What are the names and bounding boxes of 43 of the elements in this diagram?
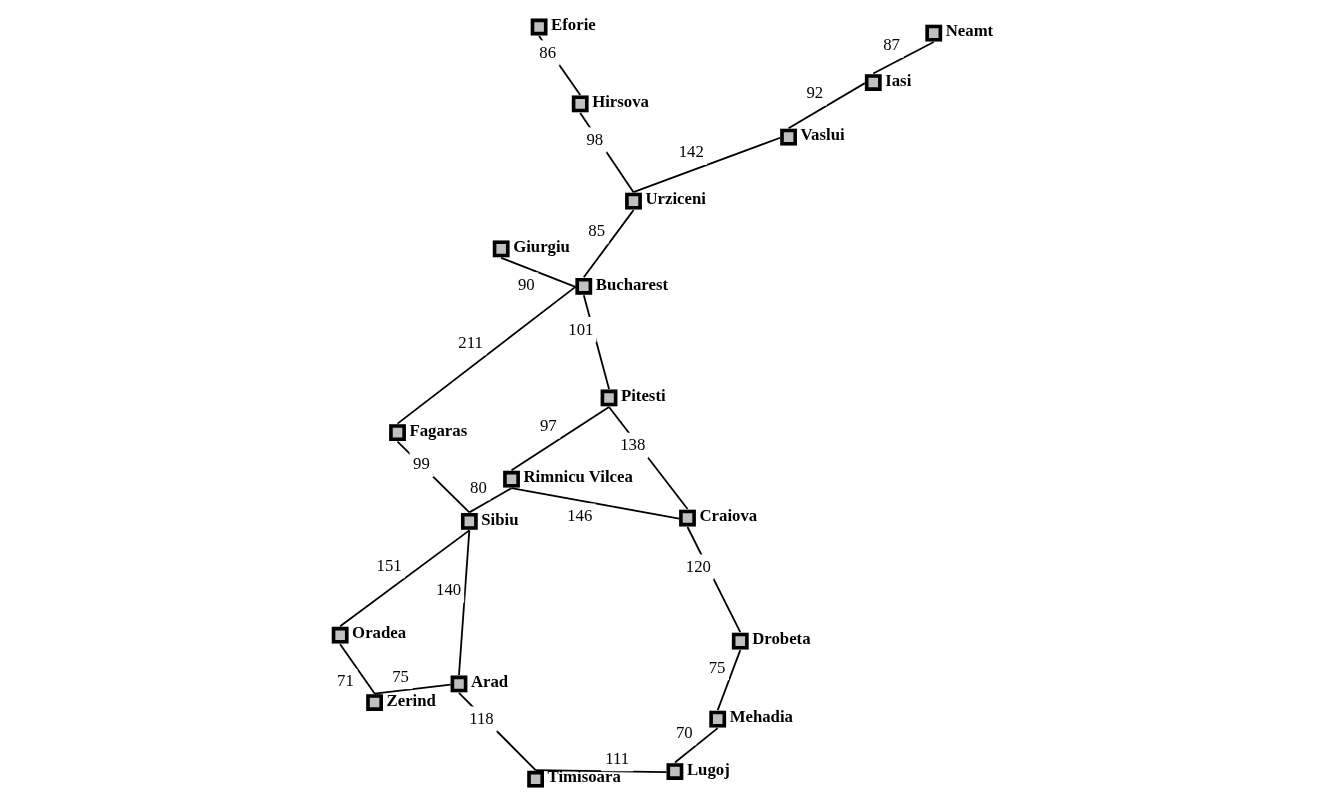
- edge-label: 101: [568, 319, 594, 339]
- edge-label: 97: [539, 415, 557, 435]
- edge-label: 70: [675, 722, 693, 742]
- edge-label: 86: [539, 42, 557, 62]
- node-label: Arad: [470, 671, 509, 691]
- edge-label: 138: [620, 434, 646, 454]
- edge-label: 99: [413, 453, 430, 473]
- node-label: Eforie: [551, 14, 596, 34]
- edge-label: 90: [517, 274, 535, 294]
- node-label: Giurgiu: [513, 236, 570, 256]
- node-label: Neamt: [945, 20, 994, 40]
- edge-label: 85: [588, 220, 606, 240]
- edge-label: 118: [469, 708, 494, 728]
- edge-label: 146: [567, 505, 593, 525]
- node-label: Iasi: [885, 70, 912, 90]
- node-label: Zerind: [386, 690, 436, 710]
- edge-label: 140: [436, 579, 462, 599]
- node-label: Urziceni: [645, 188, 706, 208]
- node-label: Pitesti: [620, 385, 666, 405]
- node-label: Timisoara: [547, 766, 621, 786]
- node-label: Drobeta: [752, 628, 811, 648]
- edge-label: 142: [678, 141, 704, 161]
- node-label: Craiova: [699, 505, 758, 525]
- edge-label: 98: [586, 129, 604, 149]
- node-label: Oradea: [352, 622, 407, 642]
- edge-label: 80: [470, 477, 487, 497]
- node-label: Vaslui: [800, 124, 845, 144]
- node-label: Lugoj: [686, 759, 730, 779]
- node-label: Hirsova: [592, 91, 649, 111]
- edge-label: 71: [337, 670, 354, 690]
- node-label: Sibiu: [481, 509, 519, 529]
- edge-label: 92: [806, 82, 824, 102]
- edge-label: 211: [458, 332, 483, 352]
- edge-label: 151: [376, 555, 402, 575]
- node-label: Rimnicu Vilcea: [523, 466, 633, 486]
- node-label: Bucharest: [595, 274, 669, 294]
- edge-label: 111: [605, 748, 630, 768]
- edge-label: 75: [392, 666, 409, 686]
- edge-label: 75: [708, 657, 726, 677]
- node-label: Fagaras: [409, 420, 468, 440]
- edge-label: 120: [685, 556, 711, 576]
- node-label: Mehadia: [729, 706, 793, 726]
- edge-label: 87: [883, 34, 900, 54]
